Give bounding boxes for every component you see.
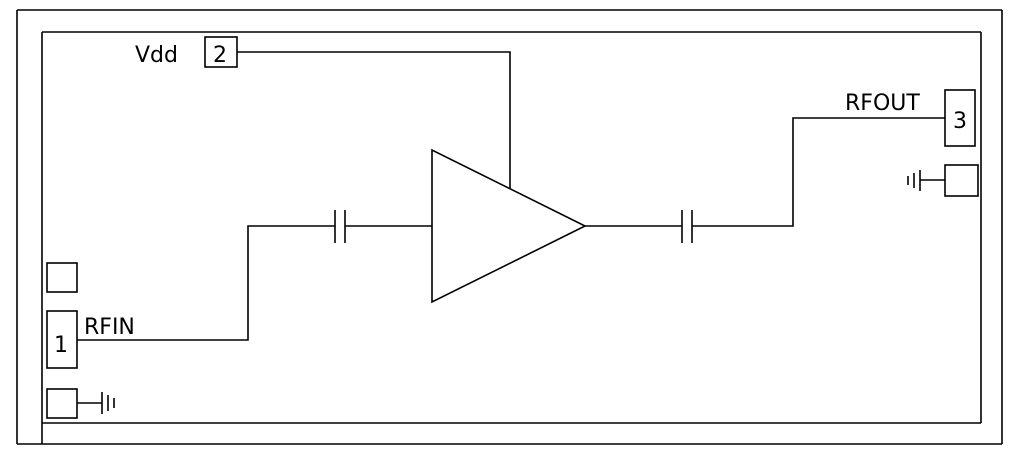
rfout-pin-label: RFOUT (845, 91, 920, 116)
rfin-pin-label: RFIN (84, 315, 135, 340)
vdd-wire (237, 51, 511, 188)
left-spare-pad[interactable] (46, 262, 78, 293)
ground-icon (907, 170, 945, 191)
chip-outline (41, 31, 982, 444)
vdd-pin-number: 2 (213, 43, 227, 68)
amplifier-triangle (431, 148, 587, 304)
rfout-wire (692, 117, 945, 227)
rfout-pin-number: 3 (953, 109, 967, 134)
rfin-wire (77, 225, 335, 341)
rfin-pin-pad[interactable] (46, 310, 78, 369)
vdd-pin-pad[interactable] (204, 36, 238, 68)
rfin-pin-number: 1 (54, 333, 68, 358)
vdd-pin-label: Vdd (135, 43, 178, 68)
input-capacitor (334, 210, 346, 243)
output-capacitor (681, 210, 693, 243)
rfout-pin-pad[interactable] (944, 89, 976, 147)
left-ground-pad[interactable] (46, 388, 78, 419)
right-ground-pad[interactable] (944, 164, 979, 197)
outer-frame (16, 9, 1003, 445)
ground-icon (77, 392, 115, 414)
